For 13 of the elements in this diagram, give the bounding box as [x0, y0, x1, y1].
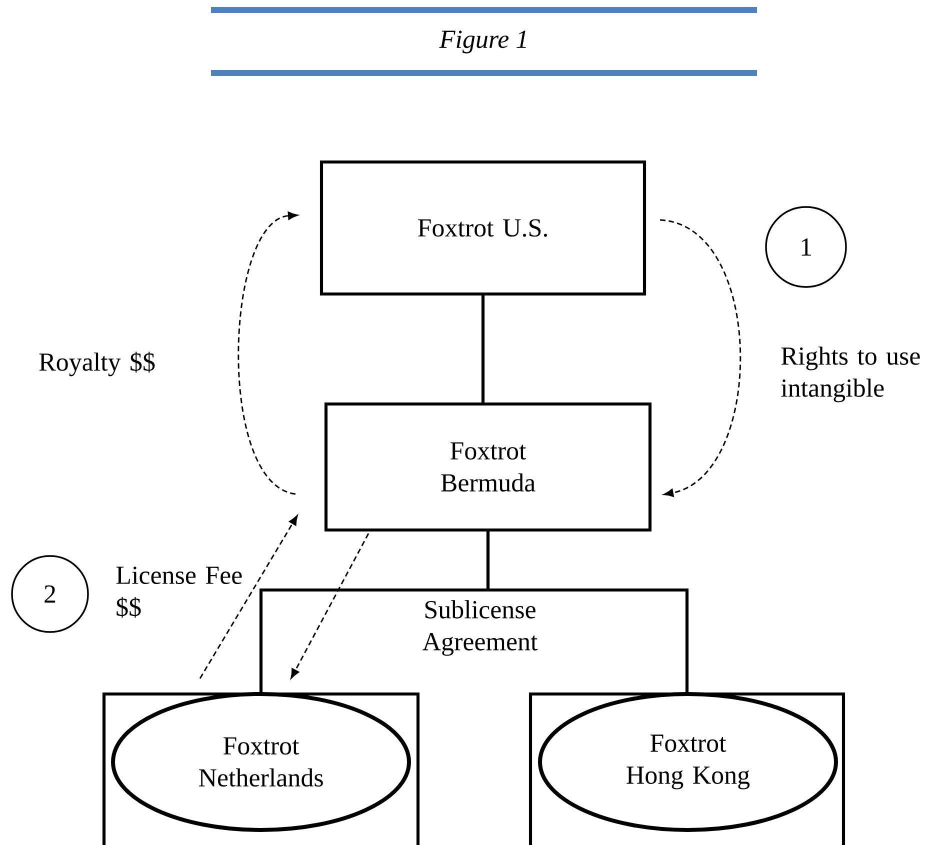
edge-label: License Fee $$	[116, 566, 242, 618]
arrow	[660, 219, 741, 497]
connector-line	[481, 296, 485, 402]
connector-line	[486, 532, 689, 692]
company-box: Foxtrot Bermuda	[324, 402, 652, 532]
company-box: Foxtrot U.S.	[320, 160, 646, 296]
arrow	[290, 533, 370, 679]
edge-label: Rights to use intangible	[781, 346, 920, 402]
arrow	[199, 515, 298, 679]
title: Figure 1	[439, 30, 526, 54]
edge-label: Royalty $$	[39, 352, 155, 376]
arrow	[238, 212, 298, 495]
label: Sublicense Agreement	[422, 600, 538, 656]
